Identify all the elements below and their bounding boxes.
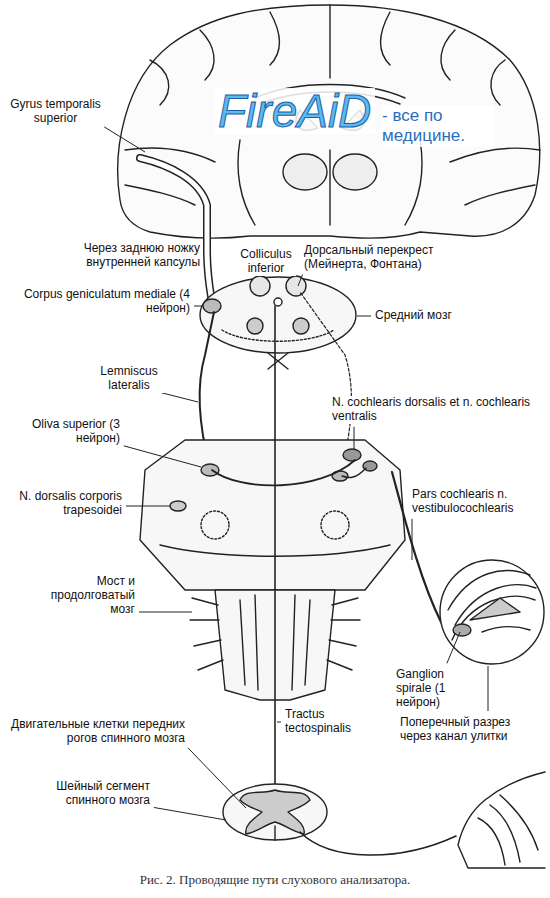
leader-line xyxy=(139,612,192,613)
leader-line xyxy=(357,316,371,317)
watermark: - все по медицине. xyxy=(382,106,494,147)
part-label: N. dorsalis corporis trapesoidei xyxy=(10,490,122,518)
leader-line xyxy=(124,446,201,467)
leader-line xyxy=(188,748,246,808)
part-label: Gyrus temporalis superior xyxy=(8,98,103,126)
part-label: Ganglion spirale (1 нейрон) xyxy=(396,668,480,709)
leader-line xyxy=(126,506,170,507)
part-label: Oliva superior (3 нейрон) xyxy=(30,418,120,446)
leader-line xyxy=(412,519,413,560)
part-label: Pars cochlearis n. vestibulocochlearis xyxy=(412,488,546,516)
part-label: Colliculus inferior xyxy=(236,248,296,276)
leader-line xyxy=(488,666,489,711)
part-label: N. cochlearis dorsalis et n. cochlearis … xyxy=(332,396,544,424)
leader-line xyxy=(104,127,145,152)
part-label: Двигательные клетки передних рогов спинн… xyxy=(10,718,185,746)
part-label: Средний мозг xyxy=(375,309,475,323)
part-label: Corpus geniculatum mediale (4 нейрон) xyxy=(15,288,190,316)
part-label: Дорсальный перекрест (Мейнерта, Фонтана) xyxy=(304,244,464,272)
part-label: Lemniscus lateralis xyxy=(90,365,168,393)
figure-caption: Рис. 2. Проводящие пути слухового анализ… xyxy=(0,872,550,888)
part-label: Tractus tectospinalis xyxy=(285,708,385,736)
leader-line xyxy=(154,807,226,820)
leader-line xyxy=(162,393,198,402)
part-label: Через заднюю ножку внутренней капсулы xyxy=(30,242,200,270)
leader-line xyxy=(298,275,303,286)
watermark: FireAiD xyxy=(214,88,375,134)
leader-line xyxy=(194,306,203,307)
part-label: Поперечный разрез через канал улитки xyxy=(400,716,540,744)
leader-line xyxy=(447,632,460,663)
leader-line xyxy=(277,722,281,723)
part-label: Мост и продолговатый мозг xyxy=(35,575,135,616)
leader-line xyxy=(354,427,355,450)
part-label: Шейный сегмент спинного мозга xyxy=(25,780,150,808)
